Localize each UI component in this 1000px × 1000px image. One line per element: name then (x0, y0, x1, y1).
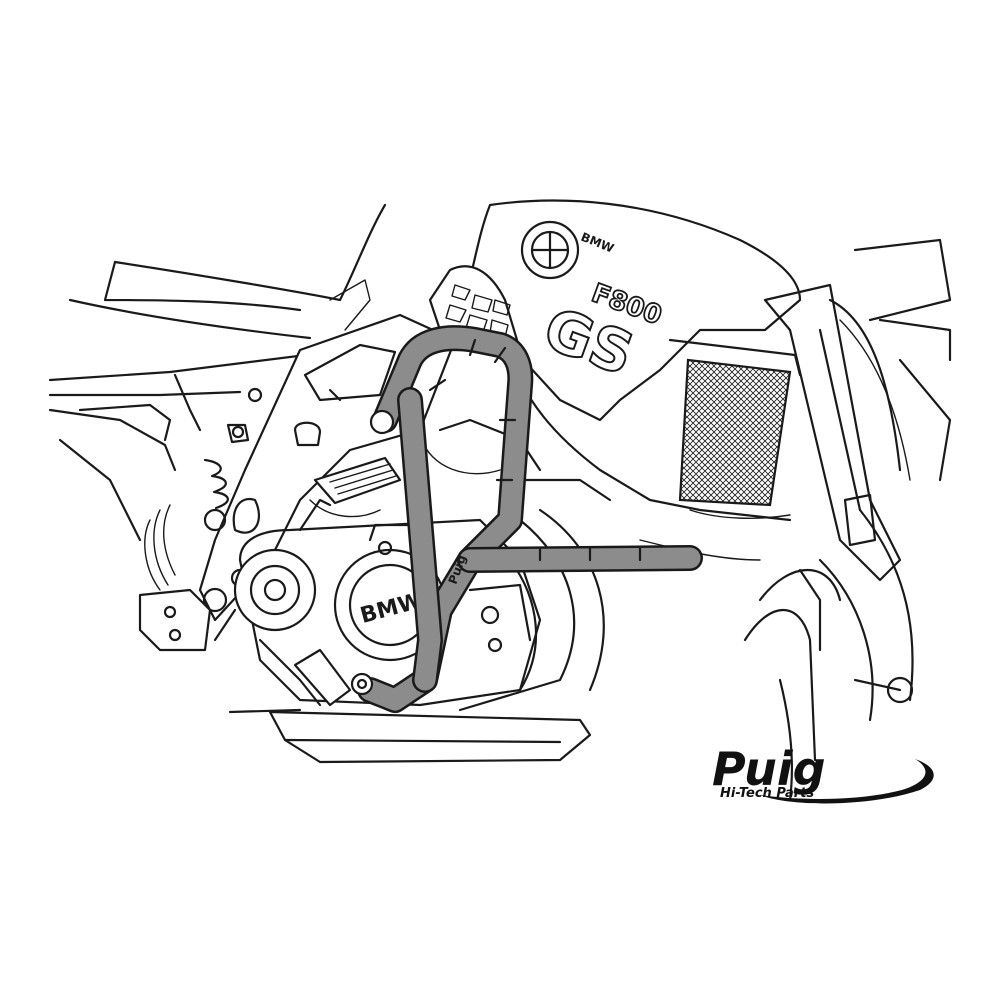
exhaust-headers (458, 508, 605, 712)
front-wheel (743, 568, 842, 802)
footpeg-bracket (138, 588, 212, 652)
regulator-box (293, 421, 402, 505)
radiator (668, 338, 802, 507)
swoosh-icon (760, 759, 934, 804)
skid-plate (228, 708, 592, 764)
front-fork (763, 238, 952, 722)
logo-tagline: Hi-Tech Parts (720, 786, 814, 801)
rear-shock (203, 423, 250, 510)
fuel-tank: BMW F800 GS (463, 199, 802, 422)
shift-pedal (258, 638, 352, 707)
seat (68, 203, 387, 340)
logo-wordmark: Puig (712, 745, 826, 796)
puig-logo: Puig Hi-Tech Parts (712, 745, 934, 804)
